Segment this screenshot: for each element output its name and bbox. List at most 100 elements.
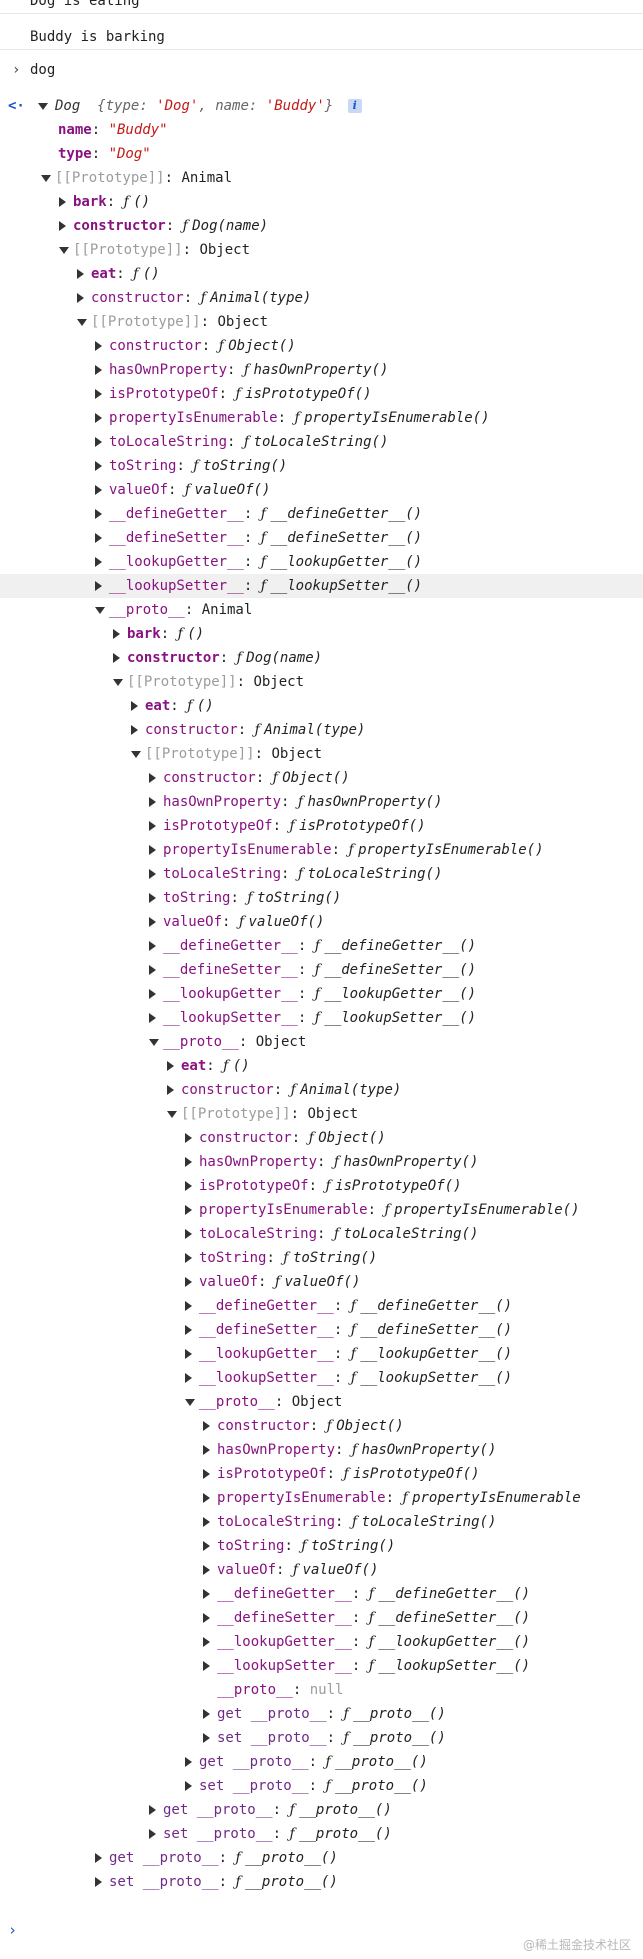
tree-row[interactable]: __lookupGetter__: ƒ __lookupGetter__()	[0, 982, 643, 1006]
tree-row[interactable]: [[Prototype]]: Object	[0, 670, 643, 694]
tree-row[interactable]: __lookupSetter__: ƒ __lookupSetter__()	[0, 574, 643, 598]
tree-row[interactable]: toLocaleString: ƒ toLocaleString()	[0, 430, 643, 454]
collapse-triangle-icon[interactable]	[185, 1301, 192, 1311]
tree-row[interactable]: __proto__: Object	[0, 1390, 643, 1414]
tree-row[interactable]: __defineGetter__: ƒ __defineGetter__()	[0, 1294, 643, 1318]
expand-triangle-icon[interactable]	[41, 175, 51, 182]
tree-row[interactable]: [[Prototype]]: Object	[0, 1102, 643, 1126]
tree-row[interactable]: __defineSetter__: ƒ __defineSetter__()	[0, 1318, 643, 1342]
tree-row[interactable]: __proto__: Object	[0, 1030, 643, 1054]
tree-row[interactable]: constructor: ƒ Dog(name)	[0, 214, 643, 238]
tree-row[interactable]: valueOf: ƒ valueOf()	[0, 910, 643, 934]
tree-root-row[interactable]: <· Dog {type: 'Dog', name: 'Buddy'} i	[0, 94, 643, 118]
collapse-triangle-icon[interactable]	[203, 1661, 210, 1671]
tree-row[interactable]: propertyIsEnumerable: ƒ propertyIsEnumer…	[0, 406, 643, 430]
collapse-triangle-icon[interactable]	[185, 1157, 192, 1167]
collapse-triangle-icon[interactable]	[185, 1229, 192, 1239]
collapse-triangle-icon[interactable]	[185, 1373, 192, 1383]
tree-row[interactable]: toString: ƒ toString()	[0, 1246, 643, 1270]
collapse-triangle-icon[interactable]	[149, 821, 156, 831]
tree-row[interactable]: bark: ƒ ()	[0, 190, 643, 214]
tree-row[interactable]: eat: ƒ ()	[0, 694, 643, 718]
collapse-triangle-icon[interactable]	[185, 1277, 192, 1287]
tree-row[interactable]: bark: ƒ ()	[0, 622, 643, 646]
collapse-triangle-icon[interactable]	[149, 1829, 156, 1839]
collapse-triangle-icon[interactable]	[203, 1565, 210, 1575]
collapse-triangle-icon[interactable]	[95, 557, 102, 567]
tree-row[interactable]: [[Prototype]]: Object	[0, 742, 643, 766]
tree-row[interactable]: hasOwnProperty: ƒ hasOwnProperty()	[0, 1438, 643, 1462]
tree-row[interactable]: __lookupSetter__: ƒ __lookupSetter__()	[0, 1366, 643, 1390]
tree-row[interactable]: __lookupGetter__: ƒ __lookupGetter__()	[0, 1342, 643, 1366]
expand-triangle-icon[interactable]	[77, 319, 87, 326]
tree-row[interactable]: toString: ƒ toString()	[0, 454, 643, 478]
tree-row[interactable]: [[Prototype]]: Object	[0, 310, 643, 334]
collapse-triangle-icon[interactable]	[203, 1709, 210, 1719]
collapse-triangle-icon[interactable]	[95, 581, 102, 591]
tree-row[interactable]: __lookupGetter__: ƒ __lookupGetter__()	[0, 550, 643, 574]
collapse-triangle-icon[interactable]	[203, 1613, 210, 1623]
collapse-triangle-icon[interactable]	[95, 533, 102, 543]
tree-row[interactable]: hasOwnProperty: ƒ hasOwnProperty()	[0, 790, 643, 814]
tree-row[interactable]: propertyIsEnumerable: ƒ propertyIsEnumer…	[0, 1198, 643, 1222]
tree-row[interactable]: valueOf: ƒ valueOf()	[0, 1558, 643, 1582]
tree-row[interactable]: constructor: ƒ Object()	[0, 1414, 643, 1438]
collapse-triangle-icon[interactable]	[203, 1421, 210, 1431]
collapse-triangle-icon[interactable]	[185, 1253, 192, 1263]
tree-row[interactable]: toLocaleString: ƒ toLocaleString()	[0, 862, 643, 886]
collapse-triangle-icon[interactable]	[149, 941, 156, 951]
collapse-triangle-icon[interactable]	[113, 653, 120, 663]
tree-row[interactable]: set __proto__: ƒ __proto__()	[0, 1726, 643, 1750]
collapse-triangle-icon[interactable]	[185, 1349, 192, 1359]
collapse-triangle-icon[interactable]	[131, 701, 138, 711]
tree-row[interactable]: set __proto__: ƒ __proto__()	[0, 1774, 643, 1798]
collapse-triangle-icon[interactable]	[203, 1589, 210, 1599]
tree-row[interactable]: __lookupGetter__: ƒ __lookupGetter__()	[0, 1630, 643, 1654]
tree-row[interactable]: constructor: ƒ Object()	[0, 766, 643, 790]
tree-row[interactable]: __defineGetter__: ƒ __defineGetter__()	[0, 1582, 643, 1606]
collapse-triangle-icon[interactable]	[149, 917, 156, 927]
tree-row[interactable]: get __proto__: ƒ __proto__()	[0, 1846, 643, 1870]
collapse-triangle-icon[interactable]	[95, 461, 102, 471]
tree-row[interactable]: constructor: ƒ Animal(type)	[0, 1078, 643, 1102]
tree-row[interactable]: get __proto__: ƒ __proto__()	[0, 1750, 643, 1774]
tree-row[interactable]: isPrototypeOf: ƒ isPrototypeOf()	[0, 814, 643, 838]
collapse-triangle-icon[interactable]	[185, 1325, 192, 1335]
collapse-triangle-icon[interactable]	[149, 965, 156, 975]
collapse-triangle-icon[interactable]	[131, 725, 138, 735]
tree-row[interactable]: propertyIsEnumerable: ƒ propertyIsEnumer…	[0, 1486, 643, 1510]
info-icon[interactable]: i	[347, 99, 362, 113]
collapse-triangle-icon[interactable]	[185, 1181, 192, 1191]
collapse-triangle-icon[interactable]	[113, 629, 120, 639]
tree-row[interactable]: toString: ƒ toString()	[0, 1534, 643, 1558]
tree-row[interactable]: constructor: ƒ Object()	[0, 334, 643, 358]
collapse-triangle-icon[interactable]	[95, 437, 102, 447]
expand-triangle-icon[interactable]	[113, 679, 123, 686]
expand-triangle-icon[interactable]	[149, 1039, 159, 1046]
collapse-triangle-icon[interactable]	[203, 1541, 210, 1551]
tree-row[interactable]: __defineSetter__: ƒ __defineSetter__()	[0, 1606, 643, 1630]
collapse-triangle-icon[interactable]	[149, 1805, 156, 1815]
collapse-triangle-icon[interactable]	[95, 413, 102, 423]
collapse-triangle-icon[interactable]	[95, 485, 102, 495]
collapse-triangle-icon[interactable]	[203, 1493, 210, 1503]
collapse-triangle-icon[interactable]	[203, 1637, 210, 1647]
collapse-triangle-icon[interactable]	[95, 389, 102, 399]
tree-row[interactable]: toLocaleString: ƒ toLocaleString()	[0, 1222, 643, 1246]
collapse-triangle-icon[interactable]	[149, 869, 156, 879]
tree-row[interactable]: __defineSetter__: ƒ __defineSetter__()	[0, 958, 643, 982]
collapse-triangle-icon[interactable]	[167, 1085, 174, 1095]
tree-row[interactable]: __defineGetter__: ƒ __defineGetter__()	[0, 502, 643, 526]
tree-row[interactable]: constructor: ƒ Dog(name)	[0, 646, 643, 670]
tree-row[interactable]: valueOf: ƒ valueOf()	[0, 478, 643, 502]
expand-triangle-icon[interactable]	[185, 1399, 195, 1406]
collapse-triangle-icon[interactable]	[77, 269, 84, 279]
collapse-triangle-icon[interactable]	[59, 221, 66, 231]
collapse-triangle-icon[interactable]	[149, 773, 156, 783]
tree-row[interactable]: hasOwnProperty: ƒ hasOwnProperty()	[0, 1150, 643, 1174]
tree-row[interactable]: get __proto__: ƒ __proto__()	[0, 1798, 643, 1822]
expand-triangle-icon[interactable]	[167, 1111, 177, 1118]
collapse-triangle-icon[interactable]	[185, 1757, 192, 1767]
expand-triangle-icon[interactable]	[38, 103, 48, 110]
console-prompt-icon[interactable]: ›	[8, 1921, 18, 1939]
